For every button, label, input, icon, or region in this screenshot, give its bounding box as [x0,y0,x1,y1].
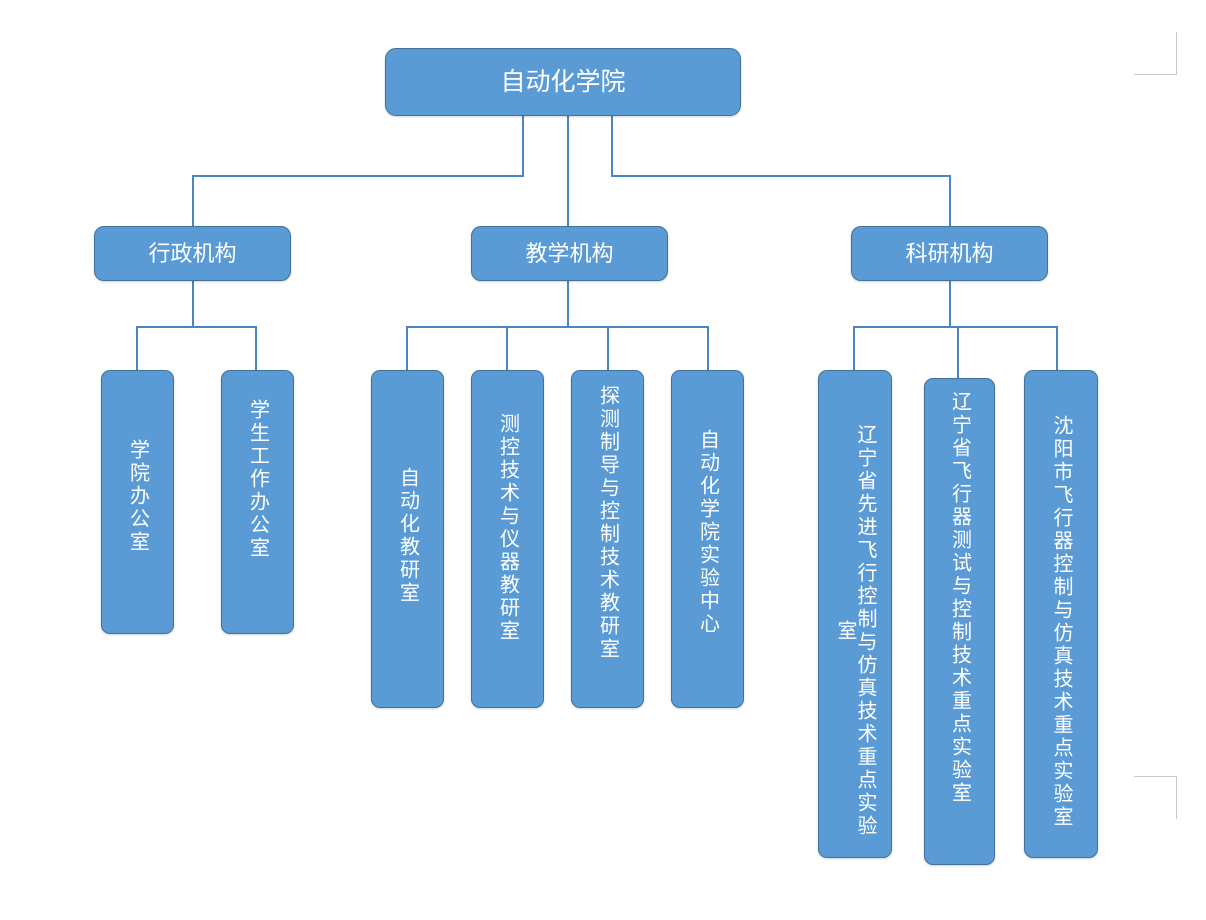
node-shenyang-aircraft-control-simulation-lab-label: 沈阳市飞行器控制与仿真技术重点实验室 [1050,415,1072,829]
connector-root-to-administrative-bar [192,175,524,177]
connector-research-drop-2 [957,326,959,378]
connector-teaching-drop-1 [406,326,408,371]
connector-administrative-drop-2 [255,326,257,371]
node-college-office[interactable]: 学院办公室 [101,370,174,634]
node-measurement-control-instrument-teaching-office[interactable]: 测控技术与仪器教研室 [471,370,544,708]
node-teaching[interactable]: 教学机构 [471,226,668,281]
connector-research-bar [853,326,1058,328]
connector-root-to-administrative-drop [192,175,194,227]
connector-research-stem [949,280,951,328]
node-automation-teaching-office-label: 自动化教研室 [396,467,419,605]
connector-administrative-drop-1 [136,326,138,371]
node-administrative[interactable]: 行政机构 [94,226,291,281]
connector-teaching-drop-2 [506,326,508,371]
connector-teaching-drop-4 [707,326,709,371]
node-student-affairs-office[interactable]: 学生工作办公室 [221,370,294,634]
connector-teaching-stem [567,280,569,328]
connector-research-drop-3 [1056,326,1058,371]
node-automation-experiment-center[interactable]: 自动化学院实验中心 [671,370,744,708]
node-administrative-label: 行政机构 [148,240,237,266]
page-margin-mark-bottom-right [1134,776,1177,819]
connector-research-drop-1 [853,326,855,371]
node-root-school-of-automation[interactable]: 自动化学院 [385,48,741,116]
connector-root-to-research-bar [611,175,951,177]
node-detection-guidance-control-teaching-office[interactable]: 探测制导与控制技术教研室 [571,370,644,708]
node-liaoning-advanced-flight-control-simulation-lab[interactable]: 辽宁省先进飞行控制与仿真技术重点实验室 [818,370,892,858]
node-shenyang-aircraft-control-simulation-lab[interactable]: 沈阳市飞行器控制与仿真技术重点实验室 [1024,370,1098,858]
connector-root-to-teaching [567,115,569,227]
node-detection-guidance-control-teaching-office-label: 探测制导与控制技术教研室 [596,385,619,661]
node-college-office-label: 学院办公室 [126,439,149,554]
node-automation-experiment-center-label: 自动化学院实验中心 [696,429,719,636]
connector-root-to-research-drop [949,175,951,227]
node-automation-teaching-office[interactable]: 自动化教研室 [371,370,444,708]
node-research[interactable]: 科研机构 [851,226,1048,281]
node-student-affairs-office-label: 学生工作办公室 [246,399,269,560]
connector-root-to-administrative-stem [522,115,524,177]
node-teaching-label: 教学机构 [525,240,614,266]
connector-teaching-bar [406,326,709,328]
page-margin-mark-top-right [1134,32,1177,75]
connector-administrative-stem [192,280,194,328]
connector-administrative-bar [136,326,257,328]
connector-teaching-drop-3 [607,326,609,371]
node-liaoning-aircraft-testing-control-lab-label: 辽宁省飞行器测试与控制技术重点实验室 [948,391,971,805]
connector-root-to-research-stem [611,115,613,177]
node-root-label: 自动化学院 [500,68,626,96]
node-measurement-control-instrument-teaching-office-label: 测控技术与仪器教研室 [496,413,519,643]
node-liaoning-advanced-flight-control-simulation-lab-label: 辽宁省先进飞行控制与仿真技术重点实验室 [834,424,876,838]
node-liaoning-aircraft-testing-control-lab[interactable]: 辽宁省飞行器测试与控制技术重点实验室 [924,378,995,865]
node-research-label: 科研机构 [905,240,994,266]
